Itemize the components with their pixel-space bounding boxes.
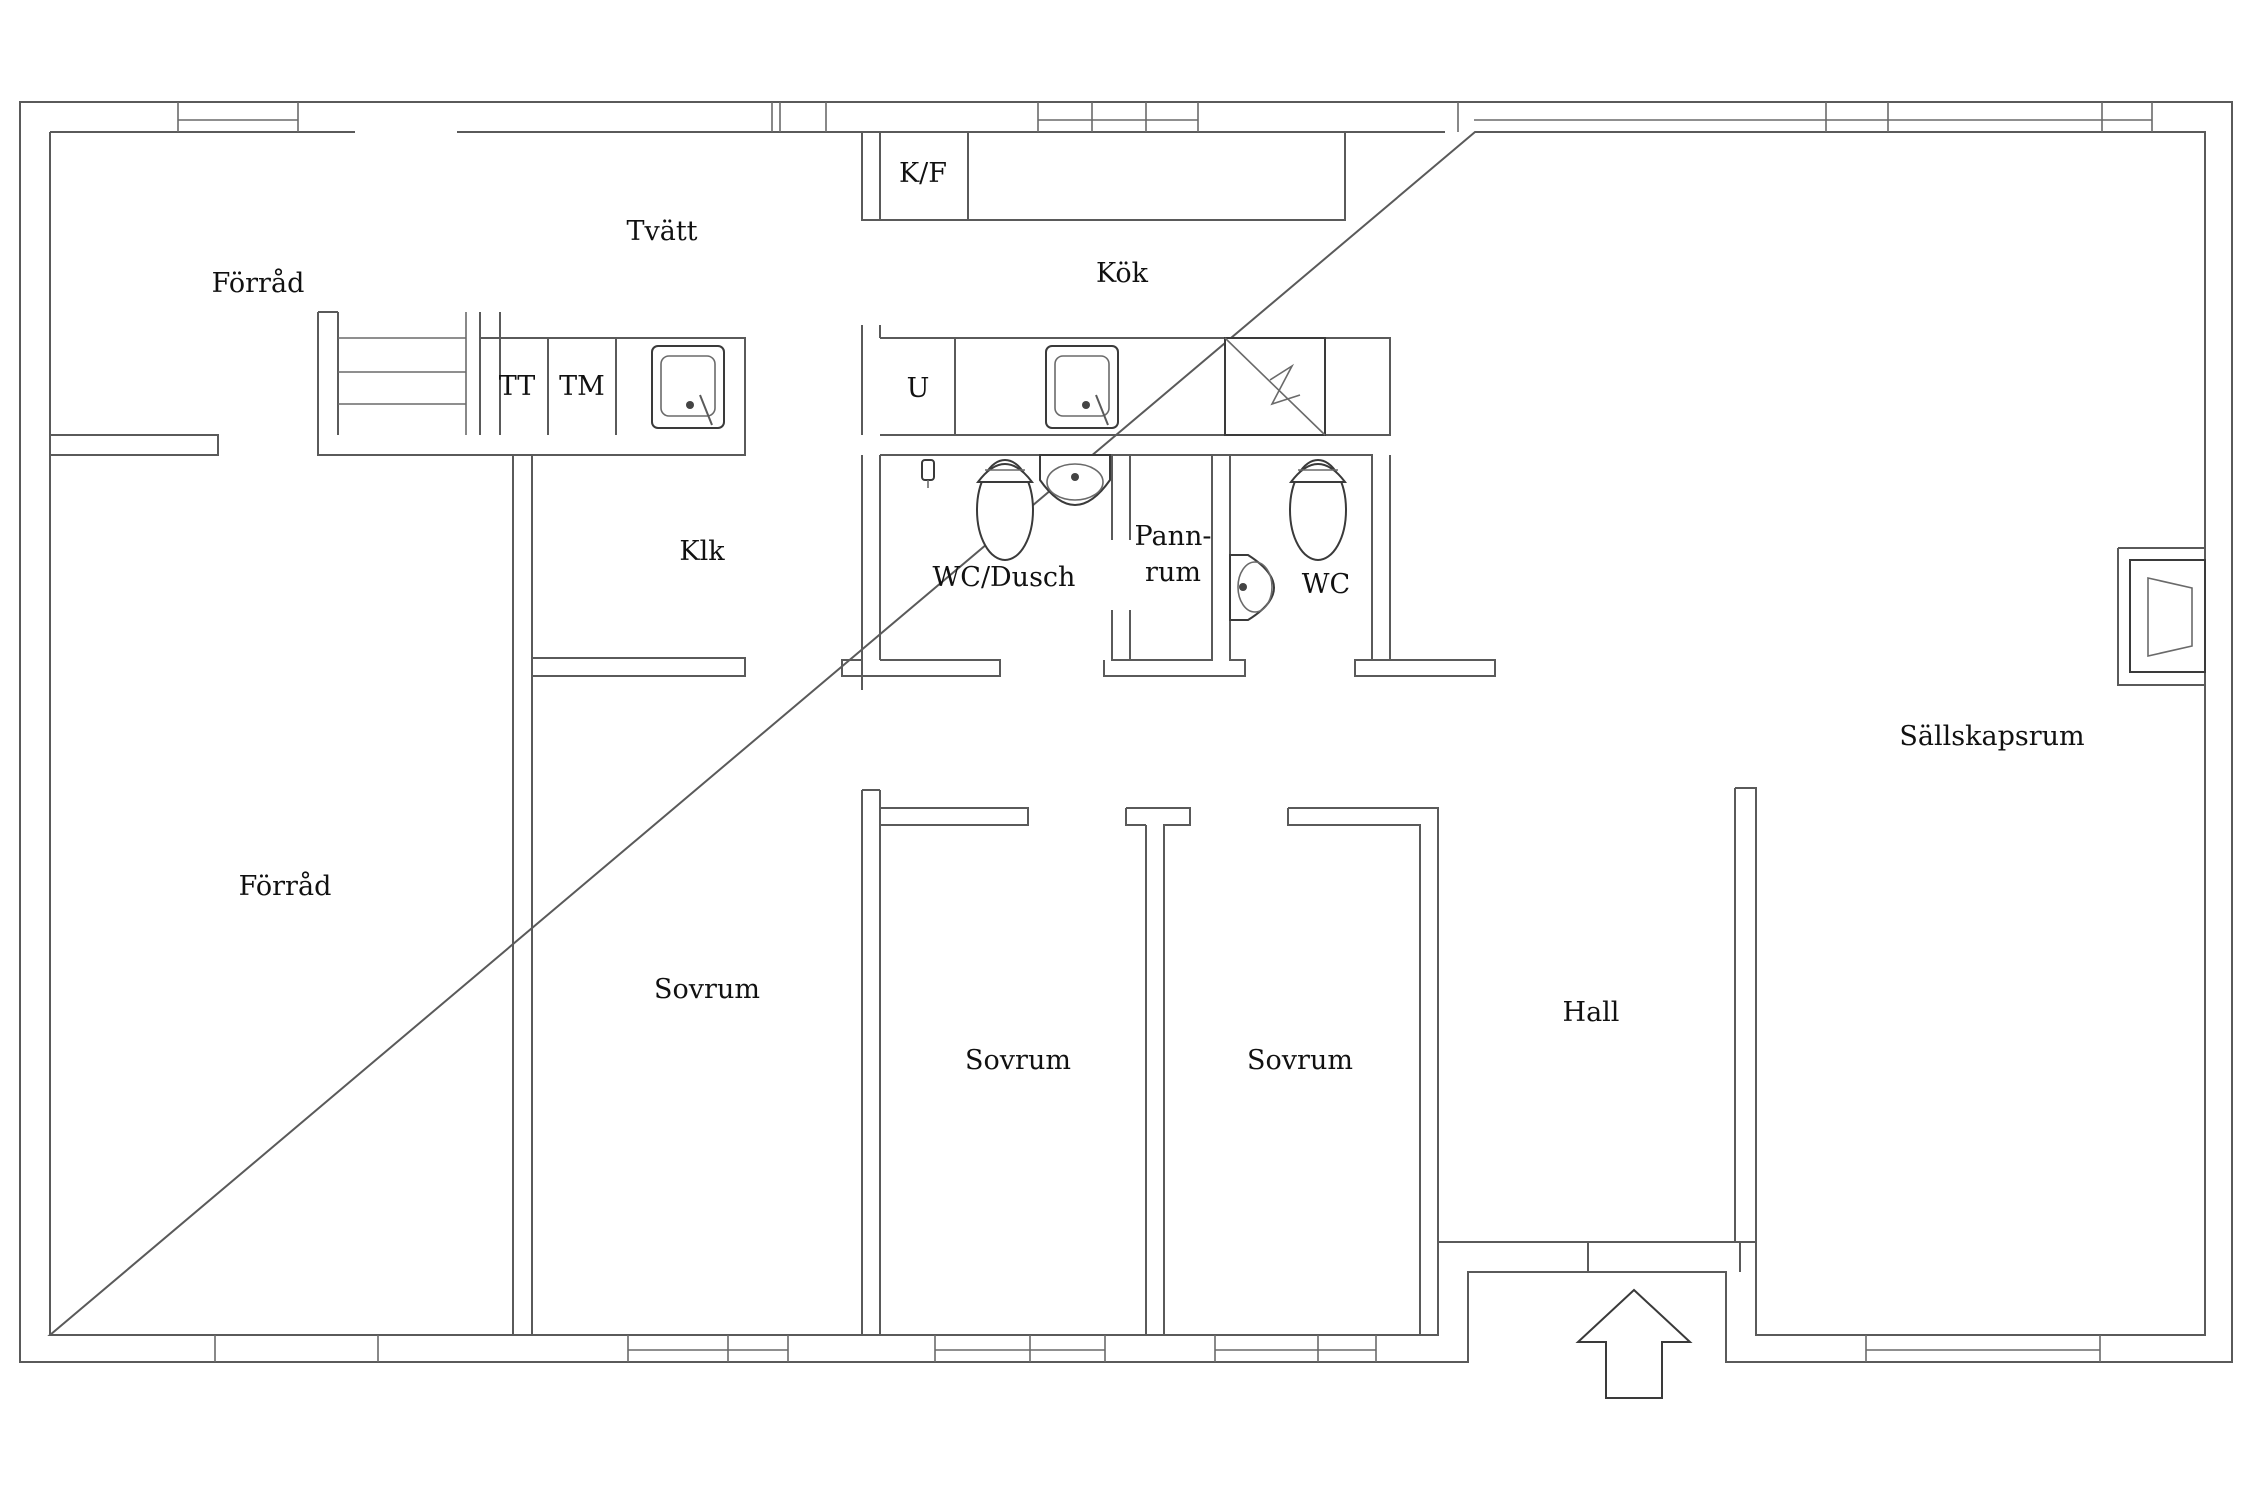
stove-icon [1224, 337, 1326, 436]
label-sovrum-2: Sovrum [965, 1045, 1071, 1076]
label-wc-dusch: WC/Dusch [933, 562, 1076, 593]
entrance-arrow-icon [1575, 1288, 1693, 1399]
label-wc: WC [1302, 569, 1350, 600]
toilet-icon [975, 459, 1035, 561]
faucet-icon [921, 459, 935, 488]
label-hall: Hall [1563, 997, 1620, 1028]
label-tm: TM [559, 371, 605, 402]
label-tt: TT [499, 371, 536, 402]
washbasin-icon [1229, 554, 1275, 621]
label-pannrum-1: Pann- [1135, 521, 1212, 552]
toilet-icon [1288, 459, 1348, 561]
label-klk: Klk [679, 536, 725, 567]
sink-icon [1045, 345, 1119, 429]
label-sovrum-1: Sovrum [654, 974, 760, 1005]
label-kok: Kök [1096, 258, 1149, 289]
label-u: U [907, 373, 930, 404]
sink-icon [651, 345, 725, 429]
label-tvatt: Tvätt [626, 216, 697, 247]
outer-walls [19, 101, 2233, 1363]
label-kf: K/F [899, 158, 947, 189]
washbasin-icon [1039, 454, 1111, 506]
interior-walls [50, 132, 2205, 1335]
label-forrad-top: Förråd [212, 267, 305, 299]
label-sallskapsrum: Sällskapsrum [1899, 721, 2084, 752]
label-pannrum-2: rum [1145, 557, 1201, 588]
fireplace-icon [2129, 559, 2206, 673]
label-forrad-large: Förråd [239, 870, 332, 902]
label-sovrum-3: Sovrum [1247, 1045, 1353, 1076]
